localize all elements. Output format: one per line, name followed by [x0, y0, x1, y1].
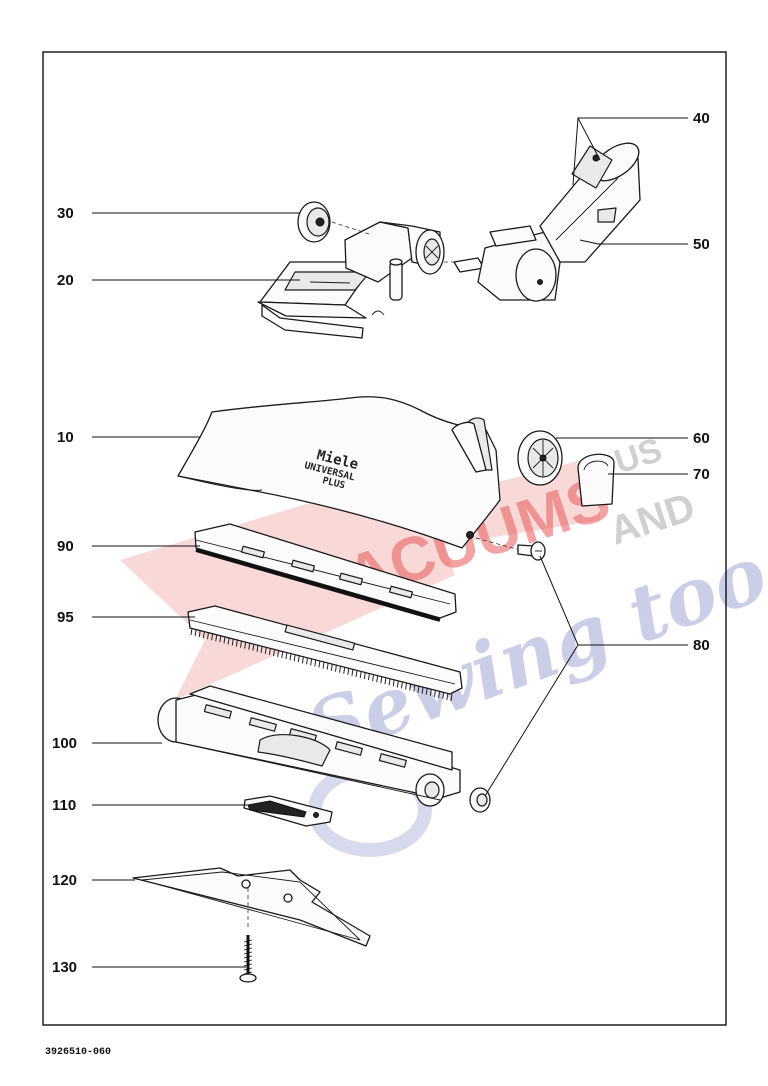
part-95-bristles	[190, 627, 453, 702]
watermark-and-text: AND	[604, 485, 700, 554]
part-40-50-swivel-neck	[415, 142, 641, 302]
label-90: 90	[57, 538, 74, 555]
part-30-wheel	[297, 201, 373, 243]
part-70-hub-cap	[577, 453, 615, 507]
label-60: 60	[693, 430, 710, 447]
label-40: 40	[693, 110, 710, 127]
label-20: 20	[57, 272, 74, 289]
label-130: 130	[52, 959, 77, 976]
label-110: 110	[52, 797, 76, 814]
cover-model-line2: PLUS	[321, 475, 346, 491]
part-80-screws	[469, 537, 546, 813]
part-number-labels: 30 20 40 50 10 60 70 90 95 80 100 110 12…	[52, 110, 710, 976]
leader-lines	[92, 117, 688, 968]
part-100-roller-base	[157, 685, 461, 807]
document-code: 3926510-060	[45, 1047, 112, 1058]
label-95: 95	[57, 609, 74, 626]
label-50: 50	[693, 236, 710, 253]
part-90-brush-strip	[194, 523, 457, 622]
part-60-wheel	[517, 430, 563, 486]
label-30: 30	[57, 205, 74, 222]
part-110-plate	[243, 795, 333, 827]
part-130-screw	[239, 935, 257, 983]
label-10: 10	[57, 429, 74, 446]
part-10-cover: Miele UNIVERSAL PLUS	[177, 396, 501, 549]
label-70: 70	[693, 466, 710, 483]
part-120-sole-plate	[132, 867, 371, 947]
drawing-frame	[42, 51, 727, 1026]
label-100: 100	[52, 735, 77, 752]
part-95-bristle-strip	[187, 605, 463, 702]
label-80: 80	[693, 637, 710, 654]
label-120: 120	[52, 872, 77, 889]
